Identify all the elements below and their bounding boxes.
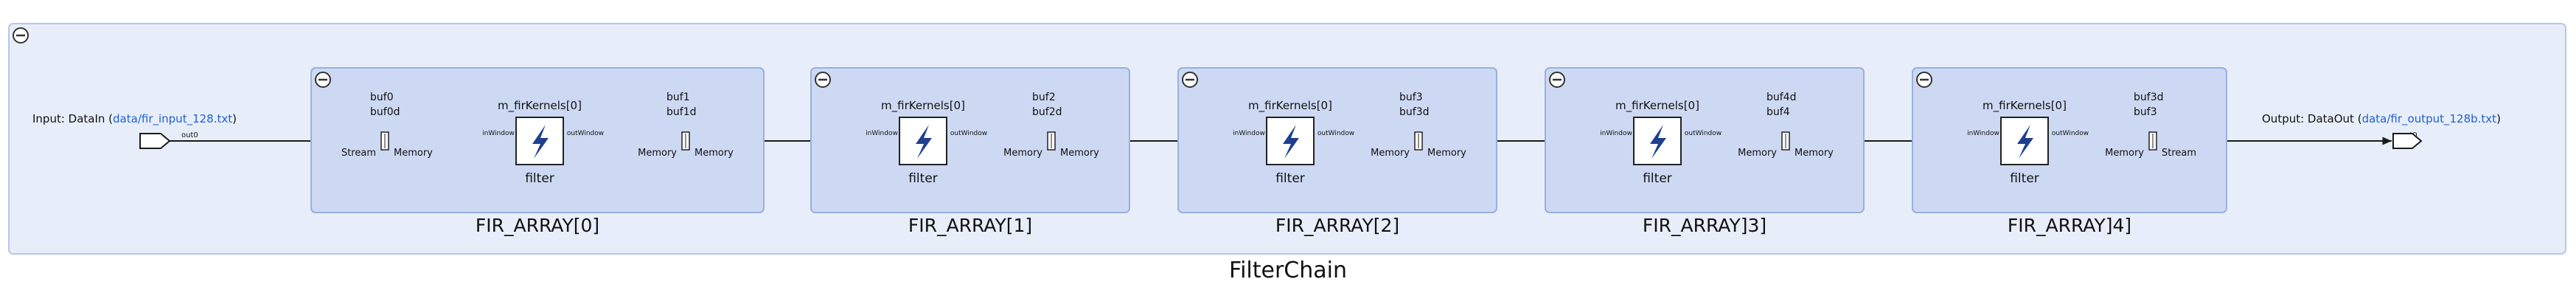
out-buffer-type-left: Memory bbox=[1003, 148, 1042, 159]
kernel-name: m_firKernels[0] bbox=[881, 99, 965, 113]
graph-title: FilterChain bbox=[1229, 258, 1347, 283]
stage-box bbox=[810, 67, 1130, 213]
stage-collapse-icon[interactable] bbox=[1182, 72, 1198, 88]
in-buffer-type-right: Memory bbox=[394, 148, 433, 159]
out-buffer-type-right: Memory bbox=[1795, 148, 1834, 159]
input-file-link[interactable]: data/fir_input_128.txt bbox=[113, 112, 232, 126]
kernel-label: filter bbox=[525, 171, 554, 186]
stage-0: FIR_ARRAY[0] m_firKernels[0]filter inWindo… bbox=[310, 67, 765, 236]
kernel-out-port: outWindow bbox=[1317, 130, 1354, 137]
out-buffer-name: buf3d bbox=[1399, 106, 1429, 118]
stage-title: FIR_ARRAY[0] bbox=[476, 215, 599, 236]
stage-3: FIR_ARRAY]3] m_firKernels[0]filter inWindo… bbox=[1545, 67, 1865, 236]
kernel-label: filter bbox=[2010, 171, 2039, 186]
kernel-name: m_firKernels[0] bbox=[1248, 99, 1332, 113]
out-buffer-name: buf3d bbox=[2134, 92, 2163, 103]
in-buffer-type-left: Stream bbox=[341, 148, 376, 159]
kernel-in-port: inWindow bbox=[1967, 130, 1999, 137]
kernel-in-port: inWindow bbox=[1600, 130, 1632, 137]
graph-collapse-icon[interactable] bbox=[13, 27, 29, 44]
stage-box bbox=[1177, 67, 1497, 213]
out-buffer-type-right: Memory bbox=[695, 148, 734, 159]
stage-title: FIR_ARRAY[1] bbox=[908, 215, 1032, 236]
stage-title: FIR_ARRAY[2] bbox=[1275, 215, 1399, 236]
input-port-icon[interactable] bbox=[139, 133, 171, 149]
input-port-label: out0 bbox=[181, 131, 198, 139]
kernel-out-port: outWindow bbox=[567, 130, 604, 137]
lightning-bolt-icon bbox=[532, 125, 549, 159]
kernel-in-port: inWindow bbox=[482, 130, 515, 137]
stage-4: FIR_ARRAY]4] m_firKernels[0]filter inWindo… bbox=[1912, 67, 2227, 236]
lightning-bolt-icon bbox=[2017, 125, 2033, 159]
out-buffer-type-right: Stream bbox=[2162, 148, 2196, 159]
out-buffer-name: buf4 bbox=[1766, 106, 1790, 118]
kernel-name: m_firKernels[0] bbox=[1983, 99, 2067, 113]
stages-layer: FIR_ARRAY[0] m_firKernels[0]filter inWindo… bbox=[310, 67, 2227, 236]
output-port-icon[interactable] bbox=[2392, 133, 2423, 149]
stage-title: FIR_ARRAY]4] bbox=[2008, 215, 2131, 236]
in-buffer-name: buf0 bbox=[370, 92, 394, 103]
out-buffer-name: buf1d bbox=[666, 106, 696, 118]
kernel-label: filter bbox=[1275, 171, 1305, 186]
lightning-bolt-icon bbox=[916, 125, 932, 159]
out-buffer-name: buf4d bbox=[1766, 92, 1796, 103]
stage-collapse-icon[interactable] bbox=[815, 72, 831, 88]
stage-collapse-icon[interactable] bbox=[315, 72, 331, 88]
stage-1: FIR_ARRAY[1] m_firKernels[0]filter inWindo… bbox=[810, 67, 1130, 236]
out-buffer-name: buf2d bbox=[1032, 106, 1062, 118]
out-buffer-name: buf2 bbox=[1032, 92, 1056, 103]
stage-title: FIR_ARRAY]3] bbox=[1643, 215, 1766, 236]
kernel-out-port: outWindow bbox=[950, 130, 987, 137]
stage-box bbox=[1912, 67, 2227, 213]
stage-collapse-icon[interactable] bbox=[1916, 72, 1932, 88]
kernel-label: filter bbox=[908, 171, 938, 186]
kernel-label: filter bbox=[1643, 171, 1672, 186]
out-buffer-type-left: Memory bbox=[1371, 148, 1410, 159]
stage-collapse-icon[interactable] bbox=[1549, 72, 1565, 88]
kernel-in-port: inWindow bbox=[866, 130, 898, 137]
out-buffer-type-left: Memory bbox=[1738, 148, 1777, 159]
lightning-bolt-icon bbox=[1283, 125, 1299, 159]
output-label: Output: DataOut (data/fir_output_128b.tx… bbox=[2262, 112, 2501, 126]
out-buffer-name: buf1 bbox=[666, 92, 690, 103]
out-buffer-type-right: Memory bbox=[1060, 148, 1099, 159]
out-buffer-name: buf3 bbox=[2134, 106, 2157, 118]
output-file-link[interactable]: data/fir_output_128b.txt bbox=[2362, 112, 2497, 126]
stage-box bbox=[1545, 67, 1865, 213]
kernel-name: m_firKernels[0] bbox=[1615, 99, 1699, 113]
out-buffer-type-left: Memory bbox=[2105, 148, 2144, 159]
kernel-out-port: outWindow bbox=[2052, 130, 2089, 137]
stage-2: FIR_ARRAY[2] m_firKernels[0]filter inWindo… bbox=[1177, 67, 1497, 236]
out-buffer-type-left: Memory bbox=[638, 148, 677, 159]
lightning-bolt-icon bbox=[1650, 125, 1666, 159]
kernel-name: m_firKernels[0] bbox=[498, 99, 582, 113]
kernel-in-port: inWindow bbox=[1233, 130, 1265, 137]
kernel-out-port: outWindow bbox=[1685, 130, 1722, 137]
in-buffer-name: buf0d bbox=[370, 106, 400, 118]
out-buffer-name: buf3 bbox=[1399, 92, 1423, 103]
out-buffer-type-right: Memory bbox=[1427, 148, 1466, 159]
input-label: Input: DataIn (data/fir_input_128.txt) bbox=[32, 112, 237, 126]
